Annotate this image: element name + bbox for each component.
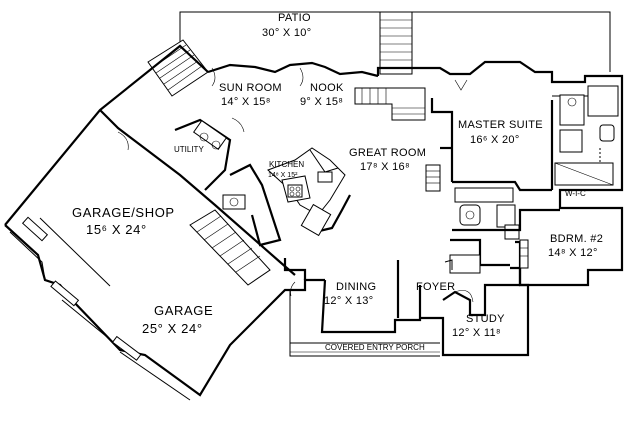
bdrm2-label: BDRM. #2: [550, 233, 603, 245]
sun-room-label: SUN ROOM: [219, 82, 282, 94]
interior-walls: [283, 85, 619, 318]
covered-entry-porch: [289, 290, 440, 357]
utility-room: [174, 118, 246, 210]
patio-size: 30° X 10°: [262, 27, 311, 39]
foyer-label: FOYER: [416, 281, 455, 293]
kitchen-label: KITCHEN: [269, 160, 304, 169]
garage-walls: [9, 109, 296, 401]
garage-size: 25° X 24°: [142, 321, 203, 336]
study-label: STUDY: [466, 313, 505, 325]
door-swings: [211, 67, 468, 297]
nook-stairs: [354, 87, 426, 121]
dining-size: 12° X 13°: [324, 295, 373, 307]
nook-size: 9° X 15⁸: [300, 96, 343, 108]
porch-label: COVERED ENTRY PORCH: [325, 343, 425, 352]
great-room-size: 17⁸ X 16⁸: [360, 161, 410, 173]
bdrm2-size: 14⁸ X 12°: [548, 247, 598, 259]
dining-label: DINING: [336, 281, 376, 293]
garage-shop-size: 15⁶ X 24°: [86, 222, 147, 237]
garage-label: GARAGE: [154, 303, 213, 318]
garage-shop-label: GARAGE/SHOP: [72, 205, 175, 220]
study-size: 12° X 11⁸: [452, 327, 501, 339]
nook-label: NOOK: [310, 82, 344, 94]
sun-room-size: 14° X 15⁸: [221, 96, 271, 108]
wic-label: W-I-C: [565, 189, 586, 198]
kitchen-size: 14⁸ X 15²: [268, 172, 298, 179]
utility-label: UTILITY: [174, 145, 204, 154]
kitchen-area: [229, 147, 351, 247]
patio-stairs: [379, 11, 413, 75]
master-suite-label: MASTER SUITE: [458, 119, 543, 131]
great-room-label: GREAT ROOM: [349, 147, 426, 159]
patio-label: PATIO: [278, 12, 311, 24]
master-suite-size: 16⁶ X 20°: [470, 134, 520, 146]
